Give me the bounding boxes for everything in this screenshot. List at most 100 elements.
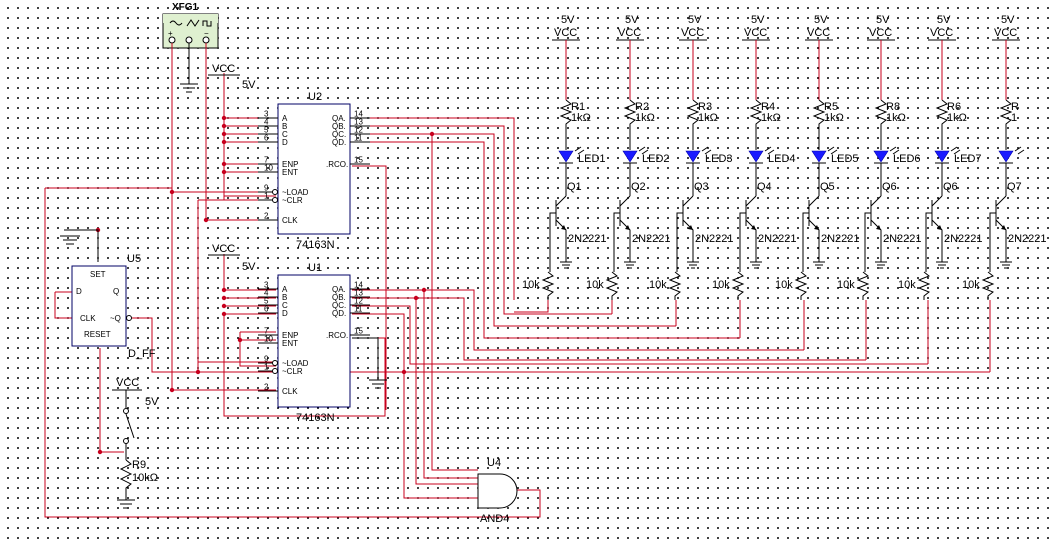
flipflop-u5[interactable]: U5 SET RESET D Q CLK ~Q D_FF	[60, 229, 156, 360]
led-label: LED1	[578, 153, 606, 165]
transistor-ref: Q5	[820, 181, 835, 193]
svg-text:VCC: VCC	[212, 63, 235, 75]
resistor-ref: R2	[635, 101, 649, 113]
net-label-dff: D_FF	[128, 348, 156, 360]
svg-text:2: 2	[264, 212, 269, 221]
pin-rco-15[interactable]: 15.RCO.	[326, 327, 370, 341]
svg-text:10kΩ: 10kΩ	[132, 472, 158, 484]
svg-text:QC.: QC.	[332, 130, 346, 139]
transistor-ref: Q2	[631, 181, 646, 193]
svg-text:A: A	[282, 114, 288, 123]
resistor	[935, 99, 949, 150]
svg-text:+: +	[168, 29, 173, 38]
transistor-part: 2N2221	[758, 233, 797, 245]
vcc-u2: VCC 5V	[208, 63, 256, 91]
svg-text:11: 11	[354, 305, 363, 314]
svg-text:14: 14	[354, 110, 363, 119]
resistor-r9[interactable]: R9 10kΩ	[117, 459, 158, 509]
vcc-u1: VCC 5V	[208, 243, 256, 273]
resistor	[623, 99, 637, 150]
base-resistor-value: 10k	[712, 279, 730, 291]
led-icon	[998, 150, 1014, 163]
and-gate-u4[interactable]: U4 AND4	[477, 457, 518, 525]
resistor-value: 1kΩ	[886, 112, 906, 124]
supply-voltage-label: 5V	[625, 14, 639, 26]
svg-text:10: 10	[264, 164, 273, 173]
vcc-label: VCC	[930, 27, 953, 39]
supply-voltage-label: 5V	[751, 14, 765, 26]
resistor-ref: R8	[886, 101, 900, 113]
resistor-value: 1	[1011, 112, 1017, 124]
svg-text:11: 11	[354, 134, 363, 143]
vcc-label: VCC	[994, 27, 1017, 39]
led-icon	[558, 150, 574, 163]
svg-text:5: 5	[264, 297, 269, 306]
base-resistor-value: 10k	[898, 279, 916, 291]
svg-text:4: 4	[264, 289, 269, 298]
ground-symbol	[1000, 261, 1012, 269]
led-icon	[934, 150, 950, 163]
transistor-ref: Q4	[757, 181, 772, 193]
supply-voltage-label: 5V	[814, 14, 828, 26]
resistor-ref: R6	[947, 101, 961, 113]
svg-text:C: C	[282, 130, 288, 139]
base-resistor	[668, 271, 682, 300]
pin-nclr-1[interactable]: 1~CLR	[258, 192, 303, 206]
pin-nload-9[interactable]: 9~LOAD	[258, 184, 309, 198]
svg-text:~Q: ~Q	[110, 314, 121, 323]
function-generator[interactable]: XFG1 + −	[162, 2, 219, 49]
pin-rco-15[interactable]: 15.RCO.	[326, 156, 370, 170]
xfg-common-terminal[interactable]	[185, 36, 193, 44]
svg-text:C: C	[282, 301, 288, 310]
pin-nclr-1[interactable]: 1~CLR	[258, 363, 303, 377]
pin-nload-9[interactable]: 9~LOAD	[258, 355, 309, 369]
u2-ref: U2	[308, 91, 322, 103]
resistor-value: 1kΩ	[698, 112, 718, 124]
base-resistor	[541, 271, 555, 300]
vcc-label: VCC	[681, 27, 704, 39]
svg-text:ENT: ENT	[282, 168, 298, 177]
ground-symbol	[750, 261, 762, 269]
triangle-wave-icon	[186, 19, 200, 27]
resistor-value: 1kΩ	[635, 112, 655, 124]
svg-text:14: 14	[354, 281, 363, 290]
pin-ent-10[interactable]: 10 ENT	[258, 164, 298, 178]
reset-switch[interactable]: VCC 5V	[112, 377, 159, 460]
ground-symbol	[352, 337, 387, 389]
svg-text:5V: 5V	[242, 261, 256, 273]
transistor-part: 2N2221	[1008, 233, 1047, 245]
transistor-ref: Q3	[694, 181, 709, 193]
ground-symbol	[560, 261, 572, 269]
